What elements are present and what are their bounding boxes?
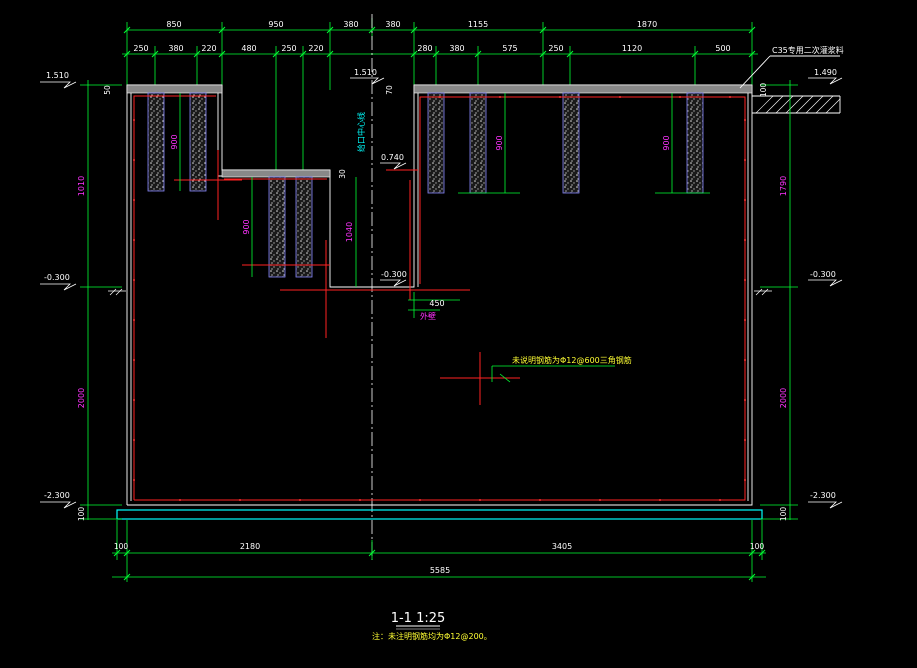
dim-380b: 380 [385,20,400,29]
dim-220b: 220 [308,44,323,53]
bottom-dimension-texts: 100 2180 3405 100 5585 [114,542,765,575]
pile-5 [427,92,445,194]
dim-380c: 380 [168,44,183,53]
base-slab [116,509,763,520]
ground-marks [108,288,772,296]
small-dim-100: 100 [759,83,768,98]
level-right-bottom: -2.300 [810,491,836,500]
level-left-bottom: -2.300 [44,491,70,500]
level-left-top: 1.510 [46,71,69,80]
title-text: 1-1 1:25 [391,611,446,626]
level-step-top: 0.740 [381,153,404,162]
dim-100-left: 100 [77,507,86,522]
small-dim-30: 30 [338,169,347,179]
pile-7 [562,92,580,194]
dim-250b: 250 [281,44,296,53]
dim-3405: 3405 [552,542,572,551]
piles [147,92,704,278]
dim-1120: 1120 [622,44,642,53]
level-texts: 1.510 -0.300 -2.300 1.510 0.740 -0.300 1… [44,68,837,500]
bottom-dimension-ticks [113,549,766,581]
pile-dimension-texts: 900 900 900 900 [170,134,671,234]
left-dimension-texts: 1010 2000 100 [77,176,86,521]
small-dimension-texts: 50 70 30 100 [103,83,768,179]
pile-6 [469,92,487,194]
dim-575: 575 [502,44,517,53]
top-dimension-ticks [123,26,756,58]
pile-4 [295,176,313,278]
top-dimension-texts-row1: 850 950 380 380 1155 1870 [166,20,657,29]
dim-1040: 1040 [345,222,354,242]
dim-1155: 1155 [468,20,488,29]
small-dim-50: 50 [103,85,112,95]
concrete-note-text: C35专用二次灌浆料 [772,45,844,55]
dim-450: 450 [429,299,444,308]
dim-1790: 1790 [779,176,788,196]
dim-100-br: 100 [750,542,765,551]
top-dimension-lines [122,18,758,170]
pile-dim-1: 900 [170,134,179,149]
concrete-note: C35专用二次灌浆料 [739,45,844,89]
level-mid-top: 1.510 [354,68,377,77]
pile-dim-2: 900 [242,219,251,234]
dim-380d: 380 [449,44,464,53]
level-left-mid: -0.300 [44,273,70,282]
dim-850: 850 [166,20,181,29]
dim-1010: 1010 [77,176,86,196]
dim-1870: 1870 [637,20,657,29]
pile-dim-3: 900 [495,135,504,150]
level-markers [40,77,843,509]
rebar-lines [133,95,746,501]
footnote-text: 注：未注明钢筋均为Φ12@200。 [372,631,492,641]
dim-950: 950 [268,20,283,29]
top-dimension-texts-row2: 250 380 220 480 250 220 280 380 575 250 … [133,44,730,53]
dim-2180: 2180 [240,542,260,551]
dim-280: 280 [417,44,432,53]
pile-3 [268,176,286,278]
drawing-title: 1-1 1:25 注：未注明钢筋均为Φ12@200。 [372,611,492,641]
pile-2 [189,92,207,192]
side-dimension-lines [80,80,798,520]
dim-100-right: 100 [779,507,788,522]
dim-100-bl: 100 [114,542,129,551]
rebar-dots [133,96,746,501]
dim-250c: 250 [548,44,563,53]
pile-dim-4: 900 [662,135,671,150]
pile-dimension-lines [179,93,710,277]
dim-2000-right: 2000 [779,388,788,408]
small-dim-70: 70 [385,85,394,95]
level-right-mid: -0.300 [810,270,836,279]
top-slab-left [126,84,753,178]
dim-250a: 250 [133,44,148,53]
rebar-note: 未说明钢筋为Φ12@600三角钢筋 [491,355,632,383]
rebar-note-text: 未说明钢筋为Φ12@600三角钢筋 [512,355,632,365]
pile-8 [686,92,704,194]
right-dimension-texts: 1790 2000 100 [779,176,788,521]
center-line-label: 给口中心线 [356,112,366,152]
dim-380a: 380 [343,20,358,29]
dim-500: 500 [715,44,730,53]
mid-dimensions: 1040 450 外壁 [345,177,460,321]
level-step-bottom: -0.300 [381,270,407,279]
dim-5585: 5585 [430,566,450,575]
dim-480: 480 [241,44,256,53]
dim-220a: 220 [201,44,216,53]
wall-note: 外壁 [420,311,436,321]
pile-1 [147,92,165,192]
dim-2000-left: 2000 [77,388,86,408]
level-right-top: 1.490 [814,68,837,77]
